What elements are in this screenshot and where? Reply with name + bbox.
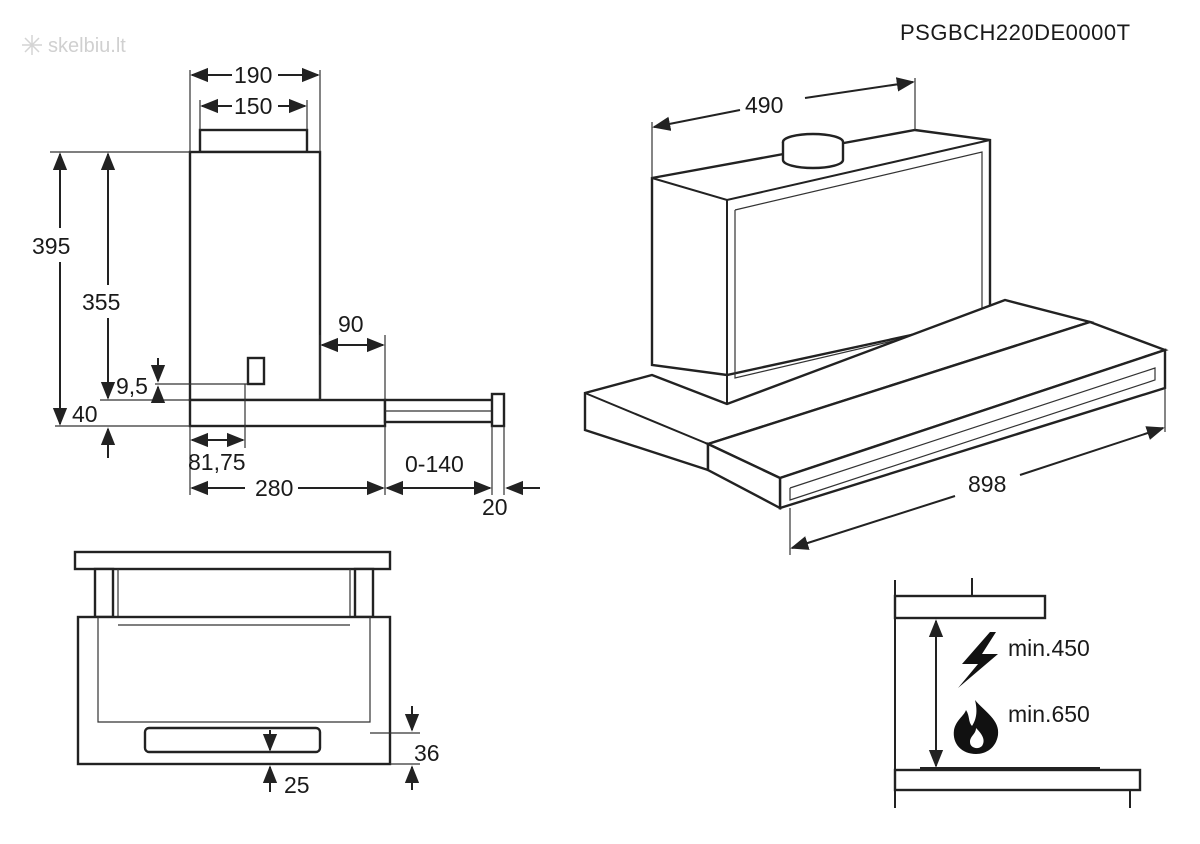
flame-icon bbox=[953, 700, 999, 754]
drawer-side bbox=[706, 442, 782, 510]
watermark-text: skelbiu.lt bbox=[48, 35, 126, 57]
front-top-plate bbox=[73, 550, 392, 571]
dim-extension-offset: 90 bbox=[338, 311, 364, 337]
dim-base-height: 40 bbox=[72, 401, 98, 427]
dim-panel-height: 36 bbox=[414, 740, 440, 766]
side-view: 190 150 395 355 9,5 40 81,75 bbox=[32, 62, 540, 520]
dim-top-outer: 190 bbox=[234, 62, 272, 88]
electric-clearance-label: min.450 bbox=[1008, 635, 1090, 661]
front-right-support bbox=[353, 567, 375, 619]
watermark: skelbiu.lt bbox=[22, 35, 126, 57]
model-code: PSGBCH220DE0000T bbox=[900, 20, 1131, 45]
dim-extension-range: 0-140 bbox=[405, 451, 464, 477]
front-panel-side bbox=[490, 392, 506, 428]
gas-clearance-label: min.650 bbox=[1008, 701, 1090, 727]
lightning-icon bbox=[958, 632, 998, 688]
dim-body-height: 355 bbox=[82, 289, 120, 315]
hood-outline bbox=[893, 594, 1047, 620]
dim-top-inner: 150 bbox=[234, 93, 272, 119]
perspective-view: 490 898 bbox=[583, 77, 1169, 555]
dim-total-width: 898 bbox=[968, 471, 1006, 497]
dim-chimney-width: 490 bbox=[745, 92, 783, 118]
clearance-view: min.450 min.650 bbox=[893, 578, 1142, 808]
dim-total-height: 395 bbox=[32, 233, 70, 259]
exhaust-collar bbox=[781, 142, 845, 170]
side-opening bbox=[246, 356, 266, 386]
exhaust-connector bbox=[198, 128, 309, 154]
hood-base-side bbox=[188, 398, 387, 428]
dim-depth-offset: 81,75 bbox=[188, 449, 246, 475]
snowflake-icon bbox=[22, 35, 42, 55]
dim-opening-offset: 9,5 bbox=[116, 373, 148, 399]
front-view: 36 25 bbox=[73, 550, 440, 798]
dim-body-depth: 280 bbox=[255, 475, 293, 501]
dim-front-thickness: 20 bbox=[482, 494, 508, 520]
cooktop-surface bbox=[893, 768, 1142, 792]
dim-handle-offset: 25 bbox=[284, 772, 310, 798]
front-handle bbox=[143, 726, 322, 754]
front-left-support bbox=[93, 567, 115, 619]
